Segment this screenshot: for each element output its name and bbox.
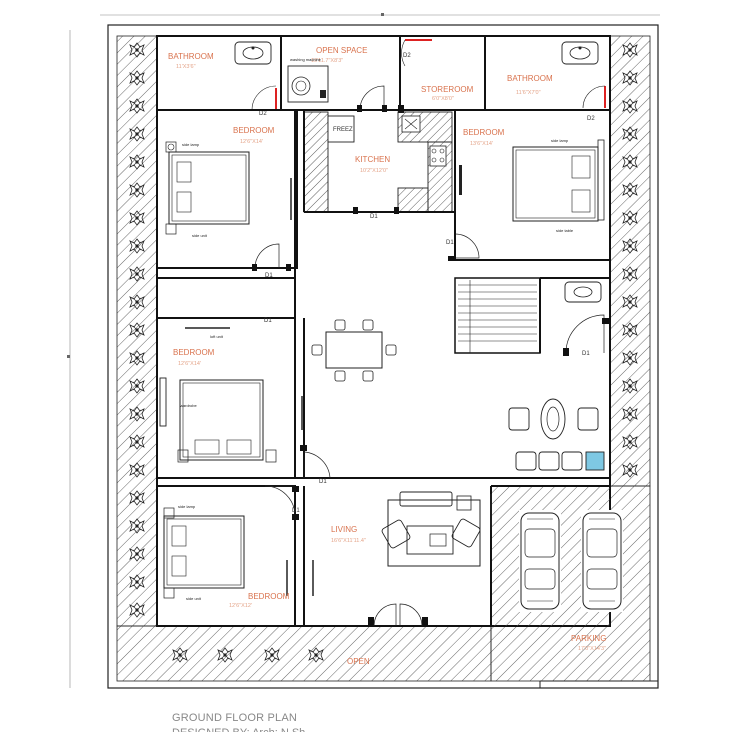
bedroom-4-size: 12'6"X12': [229, 603, 252, 609]
side-unit-bottom-note: side unit: [186, 596, 202, 601]
bedroom-2: [448, 109, 611, 261]
side-lamp-bottom-note: side lamp: [178, 504, 196, 509]
side-unit-note: side unit: [192, 233, 208, 238]
bedroom-4-door: D1: [292, 508, 300, 514]
bedroom-1: [156, 109, 298, 271]
bathroom-right-size: 11'6"X7'0": [516, 90, 541, 96]
family-lounge: [508, 398, 605, 471]
storeroom: [398, 39, 432, 113]
staircase: [454, 277, 610, 356]
plot-boundary: [107, 24, 659, 689]
side-table-note: side table: [556, 228, 574, 233]
storeroom-size: 6'0"X8'0": [432, 96, 454, 102]
drawing-subtitle: DESIGNED BY: Arch: N Sh: [172, 727, 305, 732]
wardrobe-note: wardrobe: [180, 403, 197, 408]
parking-size: 17'0"X14'3": [578, 646, 606, 652]
bathroom-right-label: BATHROOM: [507, 74, 553, 83]
bedroom-2-size: 13'6"X14': [470, 141, 493, 147]
storeroom-label: STOREROOM: [421, 85, 474, 94]
open-space-top: [287, 65, 387, 112]
bedroom-4: [156, 485, 314, 627]
kitchen-label: KITCHEN: [355, 155, 390, 164]
bathroom-left: [234, 41, 277, 111]
bedroom-3: [156, 317, 303, 479]
open-area-bottom: [116, 625, 492, 682]
open-bottom-label: OPEN: [347, 657, 370, 666]
bathroom-right: [561, 41, 606, 109]
storeroom-door-label: D2: [403, 53, 411, 59]
bedroom-3-door: D1: [264, 318, 272, 324]
bedroom-4-label: BEDROOM: [248, 592, 290, 601]
open-space-label: OPEN SPACE: [316, 46, 367, 55]
bedroom-2-label: BEDROOM: [463, 128, 505, 137]
door-label: D2: [259, 111, 267, 117]
bedroom-3-label: BEDROOM: [173, 348, 215, 357]
side-lamp-right-note: side lamp: [551, 138, 569, 143]
side-lamp-note: side lamp: [182, 142, 200, 147]
open-space-size: 10'11.7"X8'3": [311, 58, 343, 64]
bedroom-1-door: D1: [265, 273, 273, 279]
bedroom-3-size: 12'6"X14': [178, 361, 201, 367]
parked-cars: [519, 510, 623, 612]
main-entrance: [368, 603, 428, 627]
dining-table: [311, 319, 397, 382]
bathroom-right-door-label: D2: [587, 116, 595, 122]
bedroom-1-label: BEDROOM: [233, 126, 275, 135]
washing-machine-label: washing machine: [290, 57, 322, 62]
living-room: [295, 318, 610, 567]
kitchen-door: D1: [370, 214, 378, 220]
bedroom-2-door: D1: [446, 240, 454, 246]
kitchen: [303, 111, 461, 214]
bathroom-left-label: BATHROOM: [168, 52, 214, 61]
living-door: D1: [319, 479, 327, 485]
loft-unit-note: loft unit: [210, 334, 224, 339]
parking-label: PARKING: [571, 634, 606, 643]
drawing-title: GROUND FLOOR PLAN: [172, 712, 298, 724]
living-size: 16'6"X11'11.4": [331, 538, 366, 544]
bedroom-1-size: 12'6"X14': [240, 139, 263, 145]
living-label: LIVING: [331, 525, 357, 534]
kitchen-size: 10'2"X12'0": [360, 168, 388, 174]
bathroom-left-size: 11'X3'6": [176, 64, 196, 70]
fridge-label: FREEZ: [333, 127, 353, 133]
stair-door: D1: [582, 351, 590, 357]
